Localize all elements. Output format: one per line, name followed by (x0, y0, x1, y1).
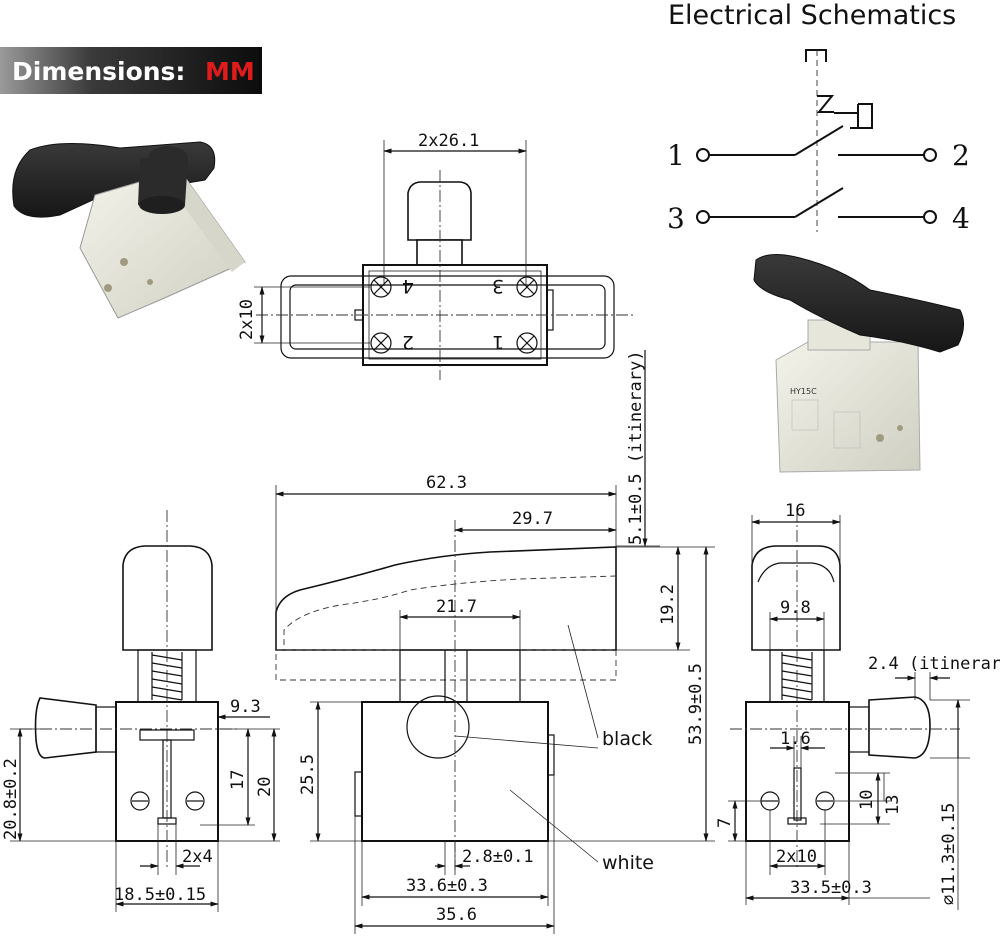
callout-black: black (602, 728, 652, 750)
dim-right-hole-dia: ⌀11.3±0.15 (939, 803, 959, 905)
dim-right-pin: 2x10 (776, 847, 817, 867)
dim-right-stem: 9.8 (780, 598, 811, 618)
photo-model-label: HY15C (790, 387, 817, 396)
dim-right-pin-thickness: 1.6 (780, 729, 811, 749)
dimensions-badge: Dimensions: MM (0, 47, 262, 94)
dim-left-pin: 2x4 (182, 847, 213, 867)
product-photo-angle (12, 141, 246, 319)
dim-right-cap: 16 (785, 501, 805, 521)
dim-stem-width: 21.7 (436, 597, 477, 617)
right-screw-b-icon (815, 791, 835, 811)
top-view: 4 3 2 1 2x26.1 2x10 (237, 131, 635, 380)
screw-4-icon (370, 276, 392, 298)
dim-body-width: 33.6±0.3 (406, 876, 488, 896)
dim-left-height-a: 17 (228, 770, 248, 790)
dim-body-height: 25.5 (298, 754, 318, 795)
left-screw-a-icon (130, 791, 150, 811)
dim-right-height-c: 7 (715, 818, 735, 828)
front-view: 62.3 29.7 5.1±0.5 (itinerary) 19.2 53.9±… (275, 350, 715, 934)
terminal-mark-1: 1 (492, 331, 504, 353)
dim-top-height: 2x10 (237, 299, 257, 340)
callout-white: white (602, 852, 654, 874)
left-view: 9.3 17 20 20.8±0.2 2x4 18.5±0.15 (1, 510, 280, 912)
dim-right-base: 33.5±0.3 (790, 878, 872, 898)
badge-label: Dimensions: (12, 57, 185, 86)
product-photo-side: HY15C (753, 254, 964, 473)
terminal-4-label: 4 (952, 202, 970, 235)
dim-right-height-a: 10 (857, 790, 877, 810)
terminal-mark-4: 4 (402, 275, 414, 297)
schematic-title: Electrical Schematics (668, 0, 956, 31)
dim-stroke: 5.1±0.5 (itinerary) (626, 351, 646, 545)
terminal-mark-2: 2 (402, 331, 414, 353)
screw-1-icon (516, 332, 538, 354)
right-view: 16 9.8 2.4 (itinerary) 1.6 10 13 7 (715, 501, 1000, 910)
dim-pin-width: 2.8±0.1 (462, 847, 534, 867)
terminal-1-label: 1 (667, 139, 685, 172)
dim-trigger-height: 19.2 (658, 584, 678, 625)
dim-front-length: 62.3 (426, 473, 467, 493)
dim-right-lock-stroke: 2.4 (itinerary) (868, 654, 1000, 674)
electrical-schematic: Electrical Schematics 1 2 3 4 (667, 0, 970, 235)
left-screw-b-icon (185, 791, 205, 811)
dim-base-width: 35.6 (436, 905, 477, 925)
dim-left-height-c: 20.8±0.2 (1, 758, 21, 840)
screw-3-icon (516, 276, 538, 298)
screw-2-icon (370, 332, 392, 354)
right-screw-a-icon (760, 791, 780, 811)
dim-right-height-b: 13 (883, 795, 903, 815)
dim-left-height-b: 20 (255, 777, 275, 797)
dim-top-width: 2x26.1 (418, 131, 479, 151)
badge-unit: MM (205, 57, 255, 86)
dim-left-lock-offset: 9.3 (230, 697, 261, 717)
dim-trigger-offset: 29.7 (512, 509, 553, 529)
dim-left-base: 18.5±0.15 (114, 885, 206, 905)
terminal-2-label: 2 (952, 139, 970, 172)
dim-overall-height: 53.9±0.5 (686, 663, 706, 745)
terminal-mark-3: 3 (492, 275, 504, 297)
terminal-3-label: 3 (667, 202, 685, 235)
